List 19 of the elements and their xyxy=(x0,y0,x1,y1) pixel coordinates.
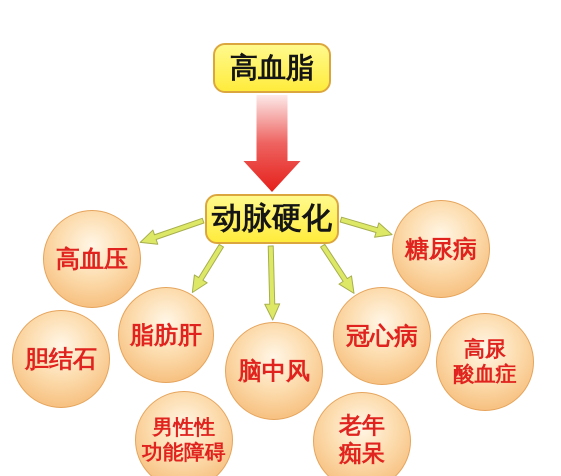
label: 冠心病 xyxy=(346,322,418,350)
label: 糖尿病 xyxy=(405,234,477,264)
label: 动脉硬化 xyxy=(212,201,332,237)
block-arrow xyxy=(244,95,300,192)
label: 脂肪肝 xyxy=(130,320,202,350)
arrow xyxy=(264,245,280,321)
label: 男性性功能障碍 xyxy=(140,415,227,465)
label: 高血压 xyxy=(56,244,128,274)
arrow xyxy=(140,218,204,245)
label: 胆结石 xyxy=(25,344,97,374)
label: 老年痴呆 xyxy=(338,413,386,469)
arrow xyxy=(320,244,354,294)
arrow xyxy=(192,244,224,293)
label: 高尿酸血症 xyxy=(452,336,518,388)
label: 高血脂 xyxy=(230,51,314,85)
rounded-box xyxy=(205,194,339,244)
arrow xyxy=(340,216,393,238)
label: 脑中风 xyxy=(238,356,310,386)
rounded-box xyxy=(213,43,331,93)
